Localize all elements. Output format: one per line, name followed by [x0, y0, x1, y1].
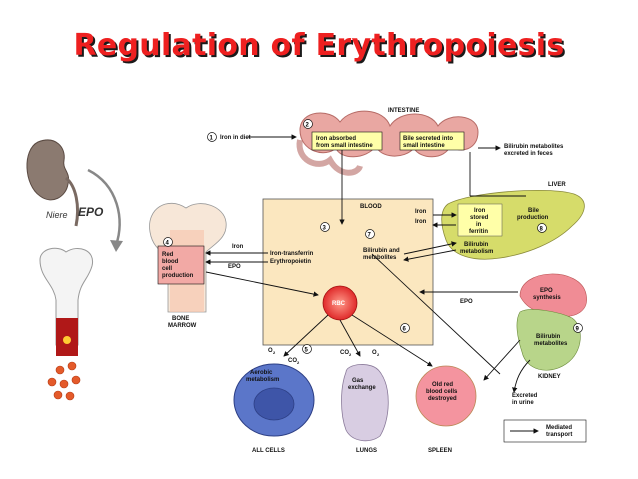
- mediated-transport-legend: [503, 419, 587, 443]
- step-9-number: 9: [576, 327, 580, 333]
- step-2-marker: [303, 119, 313, 129]
- co2-sub-1: 2: [297, 360, 300, 365]
- blood-box: [262, 198, 434, 346]
- bilirubin-metabolites-1: Bilirubin: [536, 334, 561, 340]
- bilirubin-and-2: metabolites: [363, 255, 397, 261]
- step-1-marker: [207, 132, 217, 142]
- step-2-number: 2: [306, 123, 310, 129]
- o2-label-1: O: [268, 348, 273, 354]
- co2-sub-2: 2: [349, 352, 352, 357]
- iron-stored-1: Iron: [474, 208, 486, 214]
- step-5-marker: [302, 344, 312, 354]
- bone-marrow-label-2: MARROW: [168, 323, 197, 329]
- iron-stored-4: ferritin: [469, 229, 488, 235]
- niere-label: Niere: [46, 210, 68, 220]
- page-title: Regulation of Erythropoiesis: [73, 28, 565, 63]
- epo-marrow-label: EPO: [228, 264, 241, 270]
- rcp-text-3: cell: [162, 266, 172, 272]
- red-cell-production-box: [157, 245, 205, 285]
- rcp-text-4: production: [162, 273, 194, 279]
- rbc-label: RBC: [332, 301, 346, 307]
- o2-sub-1: 2: [273, 350, 276, 355]
- bilirubin-and-1: Bilirubin and: [363, 248, 400, 254]
- aerobic-2: metabolism: [246, 377, 279, 383]
- iron-label-1: Iron: [415, 209, 427, 215]
- intestine-label: INTESTINE: [388, 108, 419, 114]
- all-cells-label: ALL CELLS: [252, 448, 285, 454]
- step-9-marker: [573, 323, 583, 333]
- bilirubin-metabolism-1: Bilirubin: [464, 242, 489, 248]
- epo-synthesis-2: synthesis: [533, 295, 561, 301]
- iron-label-2: Iron: [415, 219, 427, 225]
- old-rbc-3: destroyed: [428, 396, 457, 402]
- epo-kidney-label: EPO: [460, 299, 473, 305]
- bone-marrow-label: BONE: [172, 316, 189, 322]
- gas-exchange-2: exchange: [348, 385, 376, 391]
- step-3-number: 3: [323, 226, 327, 232]
- spleen-label: SPLEEN: [428, 448, 452, 454]
- old-rbc-2: blood cells: [426, 389, 458, 395]
- o2-label-2: O: [372, 350, 377, 356]
- bilirubin-feces-text: Bilirubin metabolites: [504, 144, 564, 150]
- epo-curved-arrow: [87, 168, 121, 246]
- bile-production-1: Bile: [528, 208, 540, 214]
- iron-absorbed-box: [311, 131, 383, 151]
- bile-production-2: production: [517, 215, 549, 221]
- bile-secreted-text: Bile secreted into: [403, 136, 453, 142]
- erythropoietin-label: Erythropoietin: [270, 259, 311, 265]
- epo-synthesis-1: EPO: [540, 288, 553, 294]
- step-6-number: 6: [403, 327, 407, 333]
- epo-left-label: EPO: [78, 205, 104, 219]
- iron-absorbed-text: Iron absorbed: [316, 136, 356, 142]
- aerobic-1: Aerobic: [250, 370, 273, 376]
- step-7-number: 7: [368, 233, 372, 239]
- step-8-marker: [537, 223, 547, 233]
- bilirubin-metabolism-2: metabolism: [460, 249, 493, 255]
- bone-illustration: [39, 247, 94, 346]
- liver-label: LIVER: [548, 182, 566, 188]
- step-8-number: 8: [540, 227, 544, 233]
- excreted-urine-1: Excreted: [512, 393, 538, 399]
- legend-text-2: transport: [546, 432, 572, 438]
- o2-sub-2: 2: [377, 352, 380, 357]
- step-7-marker: [365, 229, 375, 239]
- co2-label-1: CO: [288, 358, 297, 364]
- step-4-marker: [163, 237, 173, 247]
- excreted-urine-2: in urine: [512, 400, 534, 406]
- old-rbc-1: Old red: [432, 382, 453, 388]
- kidney-green-part: [516, 309, 581, 371]
- iron-stored-2: stored: [470, 215, 489, 221]
- spleen-illustration: [415, 365, 477, 427]
- step-4-number: 4: [166, 241, 170, 247]
- step-6-marker: [400, 323, 410, 333]
- iron-stored-3: in: [476, 222, 482, 228]
- kidney-illustration: [26, 139, 70, 201]
- bile-secreted-box: [399, 131, 465, 151]
- blood-label: BLOOD: [360, 204, 382, 210]
- lungs-label: LUNGS: [356, 448, 377, 454]
- step-3-marker: [320, 222, 330, 232]
- step-1-number: 1: [210, 136, 214, 142]
- iron-transferrin-label: Iron-transferrin: [270, 251, 314, 257]
- bilirubin-feces-text-2: excreted in feces: [504, 151, 553, 157]
- co2-label-2: CO: [340, 350, 349, 356]
- red-cells-cluster: [47, 361, 81, 401]
- left-panel: Niere EPO: [26, 139, 123, 401]
- legend-text-1: Mediated: [546, 425, 572, 431]
- bilirubin-metabolites-2: metabolites: [534, 341, 568, 347]
- rcp-text-1: Red: [162, 252, 174, 258]
- step-5-number: 5: [305, 348, 309, 354]
- iron-absorbed-text-2: from small intestine: [316, 143, 373, 149]
- iron-in-diet-label: Iron in diet: [220, 135, 251, 141]
- kidney-label: KIDNEY: [538, 374, 561, 380]
- gas-exchange-1: Gas: [352, 378, 364, 384]
- iron-stored-box: [457, 203, 503, 237]
- iron-label-marrow: Iron: [232, 244, 244, 250]
- bile-secreted-text-2: small intestine: [403, 143, 445, 149]
- lungs-illustration: [341, 364, 389, 442]
- rcp-text-2: blood: [162, 259, 179, 265]
